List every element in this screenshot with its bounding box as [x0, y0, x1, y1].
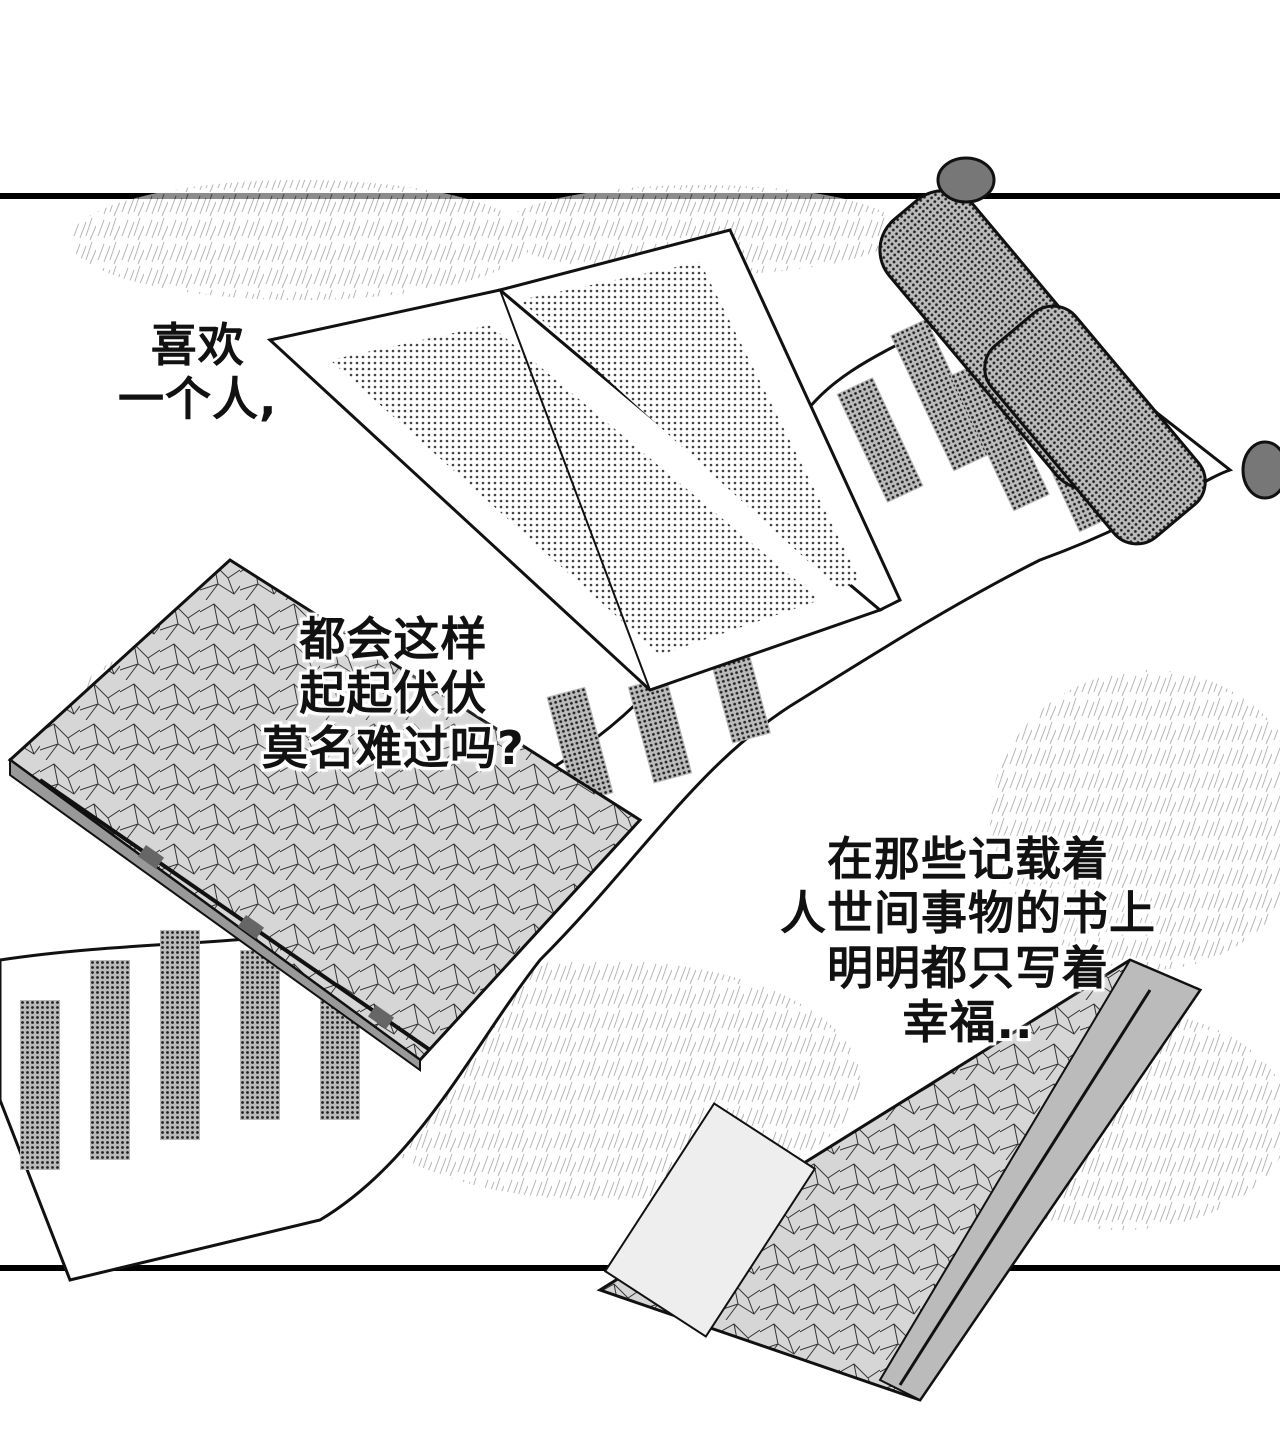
- caption-line: 人世间事物的书上: [780, 886, 1156, 941]
- caption-line: 起起伏伏: [299, 666, 488, 721]
- caption-line: 明明都只写着: [827, 940, 1109, 995]
- caption-line: 在那些记载着: [827, 832, 1109, 886]
- caption-line: 喜欢: [150, 318, 245, 372]
- closed-book-right: [596, 958, 1203, 1402]
- caption-line: 莫名难过吗?: [262, 720, 525, 775]
- scroll-roller: [878, 156, 1280, 546]
- closed-book-left: [7, 558, 643, 1072]
- caption-middle-left: 都会这样 起起伏伏 莫名难过吗?: [262, 612, 525, 775]
- caption-line: 都会这样: [299, 612, 488, 666]
- caption-line: 一个人,: [118, 372, 278, 427]
- caption-line: 幸福..: [902, 994, 1034, 1049]
- caption-top-left: 喜欢 一个人,: [118, 318, 277, 427]
- caption-bottom-right: 在那些记载着 人世间事物的书上 明明都只写着 幸福..: [780, 832, 1156, 1049]
- open-book: [266, 228, 902, 692]
